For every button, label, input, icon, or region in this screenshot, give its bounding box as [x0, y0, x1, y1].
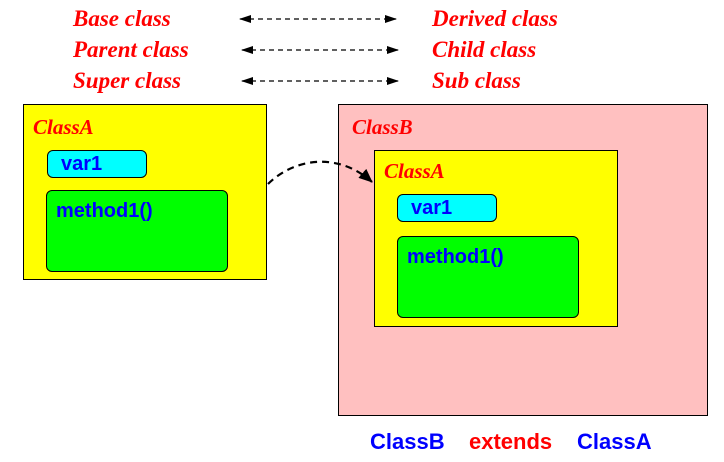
inherited-method-label: method1()	[407, 246, 504, 268]
class-a-method-label: method1()	[56, 200, 153, 222]
inherited-class-a-title: ClassA	[384, 159, 445, 183]
class-a-title: ClassA	[33, 115, 94, 139]
class-b-inherited-class-a: ClassA var1 method1()	[374, 150, 618, 327]
inherited-method: method1()	[397, 236, 579, 318]
caption-keyword: extends	[469, 429, 553, 454]
class-a-method: method1()	[46, 190, 228, 272]
class-a-box: ClassA var1 method1()	[23, 104, 267, 280]
class-a-variable: var1	[47, 150, 147, 178]
class-b-box: ClassB ClassA var1 method1()	[338, 104, 708, 416]
term-base-class: Base class	[73, 6, 171, 31]
inheritance-arrow	[267, 160, 373, 185]
inherited-variable-label: var1	[411, 197, 453, 219]
class-b-title: ClassB	[352, 115, 413, 139]
term-child-class: Child class	[432, 37, 537, 62]
term-derived-class: Derived class	[432, 6, 558, 31]
class-a-variable-label: var1	[61, 153, 103, 175]
term-super-class: Super class	[73, 68, 181, 93]
caption-superclass: ClassA	[577, 429, 652, 454]
term-parent-class: Parent class	[73, 37, 189, 62]
caption-subclass: ClassB	[370, 429, 445, 454]
inherited-variable: var1	[397, 194, 497, 222]
term-sub-class: Sub class	[432, 68, 521, 93]
